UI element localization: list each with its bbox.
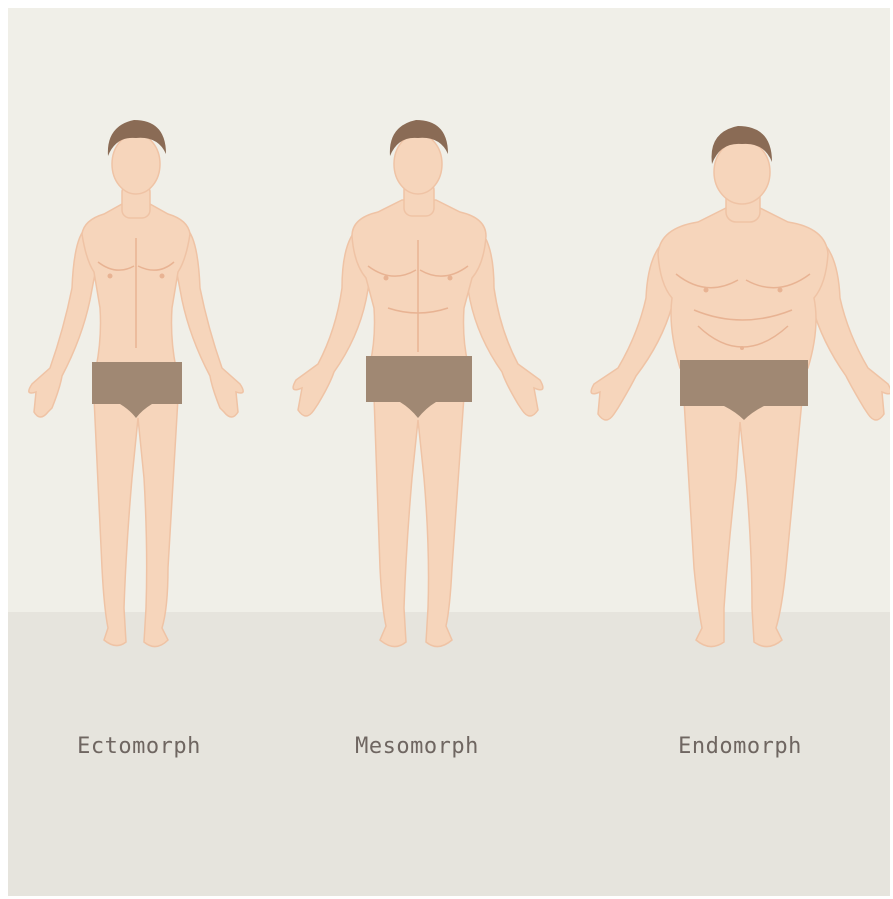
endomorph-legs [684,400,802,647]
figures-canvas [8,8,890,896]
mesomorph-head [394,134,442,194]
mesomorph-figure [293,120,543,647]
label-ectomorph: Ectomorph [19,734,259,759]
label-endomorph: Endomorph [620,734,860,759]
endomorph-torso [658,208,828,368]
ectomorph-legs [94,398,178,647]
ectomorph-head [112,134,160,194]
endomorph-head [714,140,770,204]
endomorph-figure [591,126,890,647]
mesomorph-legs [374,396,464,647]
body-types-illustration: Ectomorph Mesomorph Endomorph [8,8,890,896]
ectomorph-figure [29,120,243,647]
label-mesomorph: Mesomorph [297,734,537,759]
mesomorph-torso [352,200,486,364]
